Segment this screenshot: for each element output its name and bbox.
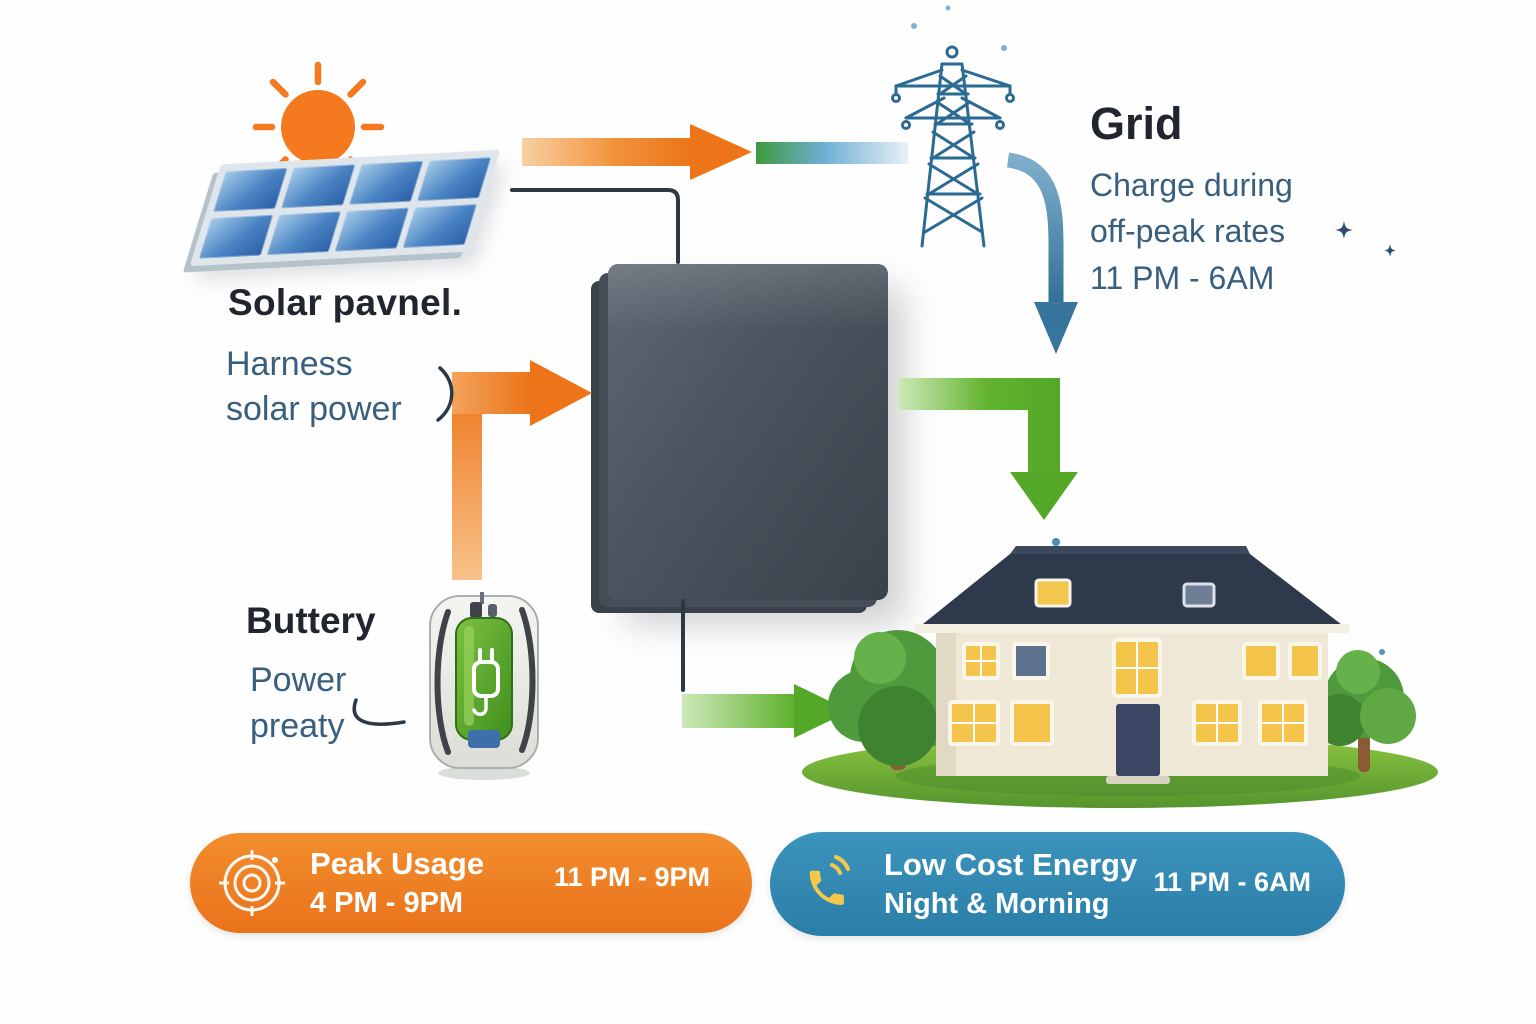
grid-subtitle: Charge during off-peak rates 11 PM - 6AM [1090,162,1293,301]
battery-charger-icon [429,592,539,780]
battery-subtitle-line2: preaty [250,706,345,745]
solar-cell [348,160,424,205]
low-cost-energy-badge: Low Cost Energy Night & Morning 11 PM - … [770,832,1345,936]
peak-badge-text: Peak Usage 4 PM - 9PM [310,846,484,920]
solar-to-battery-line [510,188,680,264]
low-cost-badge-text: Low Cost Energy Night & Morning [884,847,1137,921]
attic-vent-window [1182,582,1216,608]
charger-to-battery-arrow [452,360,592,580]
grid-subtitle-line3: 11 PM - 6AM [1090,259,1275,296]
battery-subtitle: Power preaty [250,658,346,750]
grid-subtitle-line2: off-peak rates [1090,213,1286,250]
grid-title: Grid [1090,98,1183,149]
solar-subtitle-line2: solar power [226,389,402,428]
peak-badge-title: Peak Usage [310,846,485,882]
peak-usage-badge: Peak Usage 4 PM - 9PM 11 PM - 9PM [190,833,752,933]
house-illustration [802,546,1438,808]
grid-label-block: Grid Charge during off-peak rates 11 PM … [1090,98,1293,301]
solar-cell [198,214,274,259]
solar-cell [281,164,356,209]
solar-cell [416,157,492,202]
solar-panel-subtitle: Harness solar power [226,342,402,432]
phone-icon [809,855,850,905]
target-icon [219,850,285,916]
low-cost-badge-title: Low Cost Energy [884,847,1138,883]
battery-output-arrow [682,684,850,738]
battery-to-house-arrow [898,378,1078,520]
solar-cell [402,204,477,249]
house-roof [914,546,1350,633]
grid-to-battery-arrow [1006,152,1078,354]
solar-cell [213,167,288,212]
attic-window [1034,578,1072,608]
low-cost-badge-time: 11 PM - 6AM [1153,866,1311,897]
solar-cell [266,211,342,256]
window-mullions [950,640,1306,744]
sparkle-stars [1335,221,1396,257]
front-door [1106,704,1170,784]
grid-subtitle-line1: Charge during [1090,167,1293,203]
battery-subtitle-line1: Power [250,661,347,699]
solar-panel-illustration [189,149,501,267]
peak-badge-subtitle: 4 PM - 9PM [310,886,464,919]
transmission-tower-icon [891,45,1015,248]
solar-panel-title: Solar pavnel. [228,282,463,323]
solar-to-grid-arrow [522,124,908,180]
battery-title: Buttery [246,600,376,641]
grid-feed-gradient-bar [756,142,908,164]
solar-subtitle-line1: Harness [226,345,353,383]
home-battery-unit [608,264,888,600]
solar-cell [334,207,409,252]
tree-left [828,630,972,770]
low-cost-badge-subtitle: Night & Morning [884,887,1110,920]
peak-badge-time: 11 PM - 9PM [553,861,710,892]
battery-label-squiggle [352,698,406,726]
